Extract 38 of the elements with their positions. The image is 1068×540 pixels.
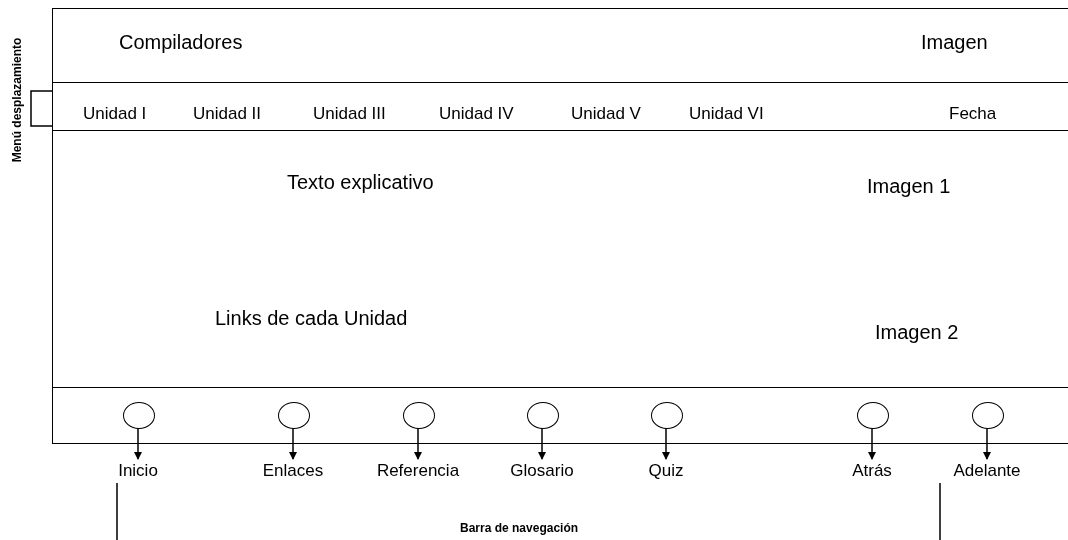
arrow (868, 427, 876, 460)
bracket-label: Barra de navegación (460, 520, 579, 537)
menu-item-text: Unidad II (193, 103, 262, 125)
section-text: Imagen 2 (875, 320, 959, 345)
nav-button-circle (403, 402, 435, 429)
navigation-bar (52, 387, 1068, 444)
menu-item-text: Unidad V (571, 103, 641, 125)
section-text: Imagen (921, 30, 988, 55)
nav-label: Referencia (368, 460, 468, 482)
nav-label: Adelante (937, 460, 1037, 482)
section-text: Compiladores (119, 30, 243, 55)
nav-button-circle (527, 402, 559, 429)
arrow (538, 427, 546, 460)
menu-item-text: Unidad VI (689, 103, 764, 125)
nav-button-circle (123, 402, 155, 429)
nav-label: Glosario (492, 460, 592, 482)
menu-item-text: Unidad I (83, 103, 147, 125)
bracket-label: Menú desplazamiento (9, 37, 25, 163)
section-text: Links de cada Unidad (215, 306, 408, 331)
arrow (134, 427, 142, 460)
menu-item-text: Unidad IV (439, 103, 514, 125)
section-text: Imagen 1 (867, 174, 951, 199)
nav-button-circle (651, 402, 683, 429)
nav-button-circle (857, 402, 889, 429)
section-text: Texto explicativo (287, 170, 434, 195)
nav-label: Enlaces (243, 460, 343, 482)
menu-item-text: Unidad III (313, 103, 386, 125)
nav-label: Quiz (616, 460, 716, 482)
nav-label: Inicio (88, 460, 188, 482)
arrow (289, 427, 297, 460)
nav-button-circle (278, 402, 310, 429)
nav-label: Atrás (822, 460, 922, 482)
header-band (52, 8, 1068, 83)
arrow (983, 427, 991, 460)
arrow (662, 427, 670, 460)
menu-item-text: Fecha (949, 103, 997, 125)
nav-button-circle (972, 402, 1004, 429)
arrow (414, 427, 422, 460)
